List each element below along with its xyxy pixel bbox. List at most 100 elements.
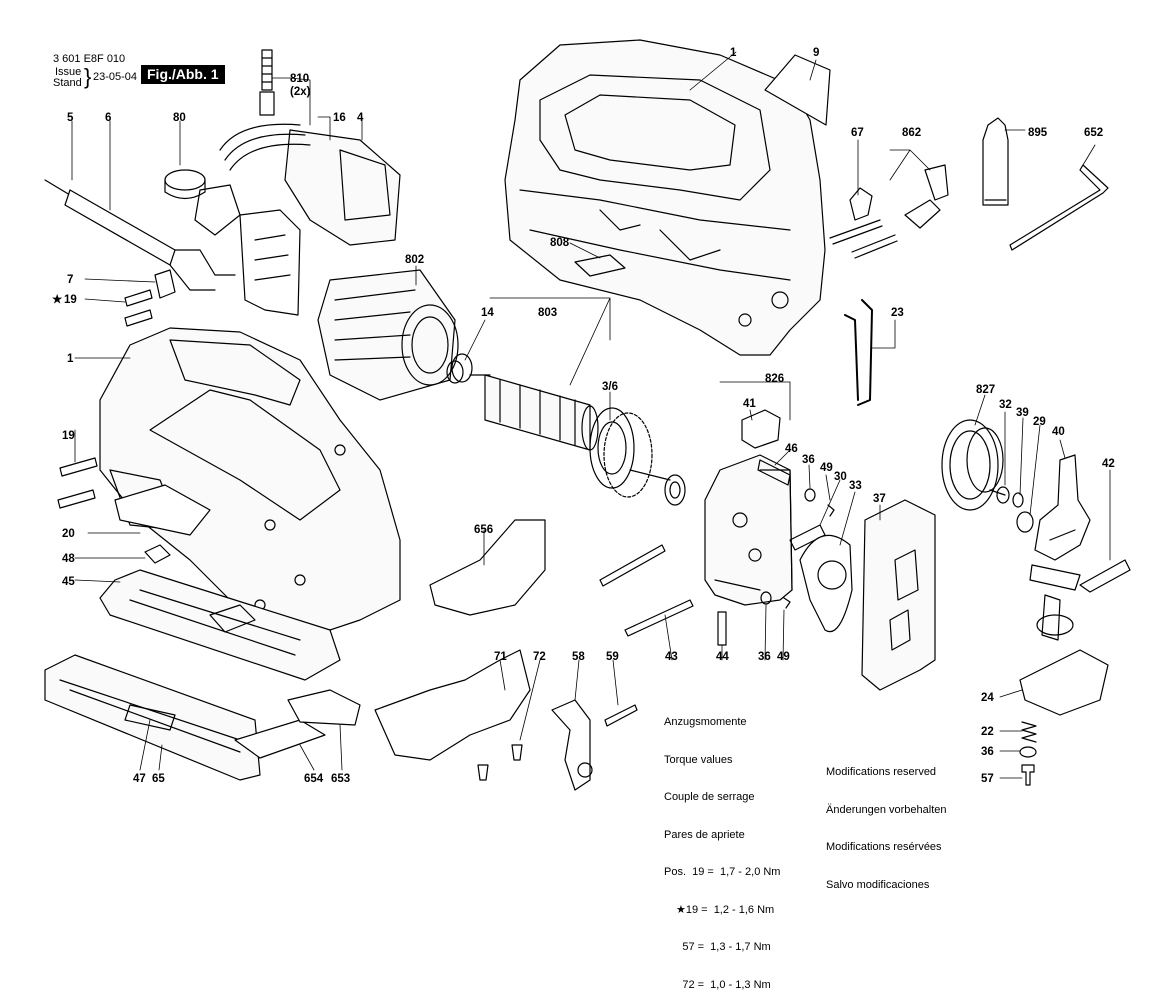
callout-44: 44	[716, 651, 729, 663]
lever-58	[551, 699, 591, 791]
callout-36c: 36	[981, 746, 994, 758]
insulation-20	[114, 484, 211, 536]
lever-862	[851, 164, 949, 259]
locking-pin-67	[829, 187, 883, 245]
base-shoe-47	[44, 654, 261, 781]
torque-values-note: Anzugsmomente Torque values Couple de se…	[664, 691, 780, 1004]
callout-43: 43	[665, 651, 678, 663]
pin-46	[757, 459, 791, 486]
armature-803	[469, 374, 686, 506]
clip-49b	[783, 597, 791, 609]
callout-14: 14	[481, 307, 494, 319]
housing-half-right	[504, 39, 826, 356]
callout-656: 656	[474, 524, 493, 536]
guard-656	[429, 519, 546, 616]
pin-59	[604, 704, 638, 727]
doc-number: 3 601 E8F 010	[53, 53, 126, 65]
guard-71	[374, 649, 531, 761]
spring-810	[259, 49, 275, 116]
pin-43	[624, 599, 694, 637]
guide-block-41	[741, 409, 781, 449]
base-plate-45	[99, 569, 341, 681]
modifications-line: Änderungen vorbehalten	[826, 803, 947, 816]
shaft-30	[789, 524, 826, 551]
callout-9: 9	[813, 47, 819, 59]
screw-57	[1021, 764, 1035, 786]
callout-802: 802	[405, 254, 424, 266]
callout-2x: (2x)	[290, 86, 311, 98]
callout-5: 5	[67, 112, 74, 124]
callout-810: 810	[290, 73, 309, 85]
torque-line: Torque values	[664, 753, 733, 766]
issue-label: Issue	[55, 66, 82, 78]
callout-19a: 19	[64, 294, 77, 306]
torque-line: Anzugsmomente	[664, 716, 747, 728]
callout-40: 40	[1052, 426, 1065, 438]
washer-32	[996, 486, 1010, 504]
callout-803: 803	[538, 307, 557, 319]
callout-72: 72	[533, 651, 546, 663]
callout-895: 895	[1028, 127, 1048, 139]
callout-46: 46	[785, 443, 798, 455]
modifications-line: Salvo modificaciones	[826, 878, 930, 891]
speed-dial-80	[164, 169, 241, 236]
callout-7: 7	[67, 274, 73, 286]
pad-48	[144, 544, 171, 564]
callout-49a: 49	[820, 462, 833, 474]
housing-half-left	[99, 327, 401, 641]
modifications-note: Modifications reserved Änderungen vorbeh…	[826, 741, 946, 904]
screw-star19b	[124, 309, 153, 327]
screw-19a	[59, 457, 98, 477]
allen-key-652	[1009, 164, 1109, 251]
callout-1a: 1	[730, 47, 737, 59]
washer-36c	[1019, 746, 1037, 758]
ring-39	[1012, 492, 1024, 508]
leader-lines	[71, 51, 1111, 779]
callout-29: 29	[1033, 416, 1046, 428]
roller-29	[1016, 511, 1034, 533]
bracket-16	[239, 209, 301, 316]
grease-tube-895	[982, 117, 1009, 206]
switch-4	[219, 123, 401, 246]
torque-line: 57 = 1,3 - 1,7 Nm	[664, 941, 771, 953]
washer-36b	[760, 591, 772, 605]
brace: }	[84, 64, 92, 89]
callout-24: 24	[981, 692, 994, 704]
gear-827	[941, 419, 1006, 511]
shield-24	[1019, 649, 1109, 716]
torque-line: ★19 = 1,2 - 1,6 Nm	[676, 903, 775, 916]
callout-1b: 1	[67, 353, 74, 365]
callout-58: 58	[572, 651, 585, 663]
guide-plate-37	[861, 499, 936, 691]
torque-line: Pares de apriete	[664, 828, 745, 841]
screw-19b	[57, 489, 96, 509]
clip-7	[154, 269, 176, 299]
torque-line: Pos. 19 = 1,7 - 2,0 Nm	[664, 866, 781, 878]
callout-59: 59	[606, 651, 619, 663]
callout-32: 32	[999, 399, 1012, 411]
modifications-line: Modifications resérvées	[826, 841, 942, 853]
callout-37: 37	[873, 493, 886, 505]
figure-label: Fig./Abb. 1	[141, 65, 225, 84]
spring-22	[1021, 721, 1037, 743]
callout-652: 652	[1084, 127, 1103, 139]
issue-date: 23-05-04	[93, 71, 138, 83]
callout-65: 65	[152, 773, 165, 785]
callout-star: ★	[52, 293, 63, 306]
callout-39: 39	[1016, 407, 1029, 419]
callout-36a: 36	[802, 454, 815, 466]
screw-72	[511, 744, 523, 761]
callout-862: 862	[902, 127, 921, 139]
torque-line: 72 = 1,0 - 1,3 Nm	[664, 978, 771, 991]
screw-star19	[124, 289, 153, 307]
callout-16: 16	[333, 112, 346, 124]
callout-4: 4	[357, 112, 364, 124]
pin-left	[599, 544, 666, 587]
callout-20: 20	[62, 528, 75, 540]
callout-19b: 19	[62, 430, 75, 442]
washer-36	[804, 488, 816, 502]
guide-654	[234, 719, 326, 759]
stator-802	[317, 269, 459, 401]
callout-22: 22	[981, 726, 994, 738]
callout-23: 23	[891, 307, 904, 319]
